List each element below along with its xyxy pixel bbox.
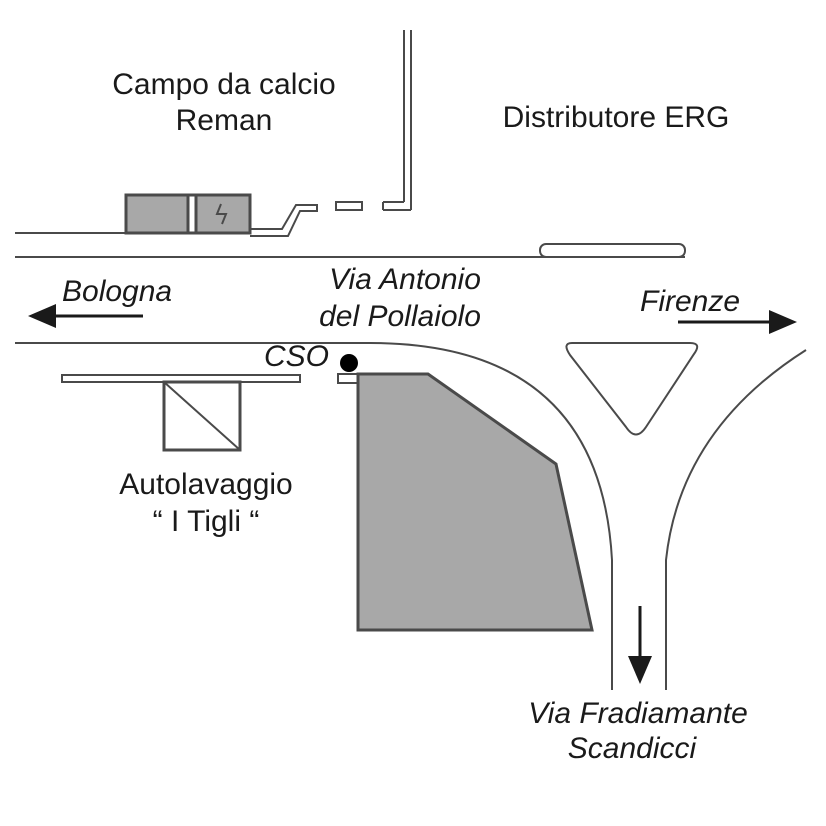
firenze-arrow bbox=[678, 310, 797, 334]
lower-road-edge bbox=[15, 342, 613, 690]
bologna-arrow bbox=[28, 304, 143, 328]
label-autolavaggio-line2: “ I Tigli “ bbox=[153, 505, 260, 538]
label-firenze: Firenze bbox=[640, 285, 740, 318]
label-via-antonio-line1: Via Antonio bbox=[329, 263, 481, 296]
south-arrow bbox=[628, 606, 652, 684]
lightning-bolt-icon bbox=[215, 203, 228, 225]
label-distributore: Distributore ERG bbox=[503, 101, 730, 134]
label-campo-line2: Reman bbox=[176, 104, 273, 137]
label-cso: CSO bbox=[264, 340, 329, 373]
campo-building bbox=[124, 193, 252, 235]
upper-road-edge bbox=[15, 204, 686, 258]
east-road-edge bbox=[665, 349, 807, 690]
traffic-island bbox=[565, 342, 699, 436]
label-via-fradiamante-line1: Via Fradiamante bbox=[528, 697, 748, 730]
label-bologna: Bologna bbox=[62, 275, 172, 308]
label-via-antonio-line2: del Pollaiolo bbox=[319, 300, 481, 333]
label-autolavaggio-line1: Autolavaggio bbox=[119, 468, 292, 501]
cso-marker bbox=[340, 354, 358, 372]
label-via-fradiamante-line2: Scandicci bbox=[568, 732, 698, 765]
grey-lot bbox=[356, 372, 594, 632]
autolavaggio-building bbox=[61, 374, 301, 452]
label-campo-line1: Campo da calcio bbox=[112, 68, 335, 101]
top-road bbox=[335, 30, 412, 211]
